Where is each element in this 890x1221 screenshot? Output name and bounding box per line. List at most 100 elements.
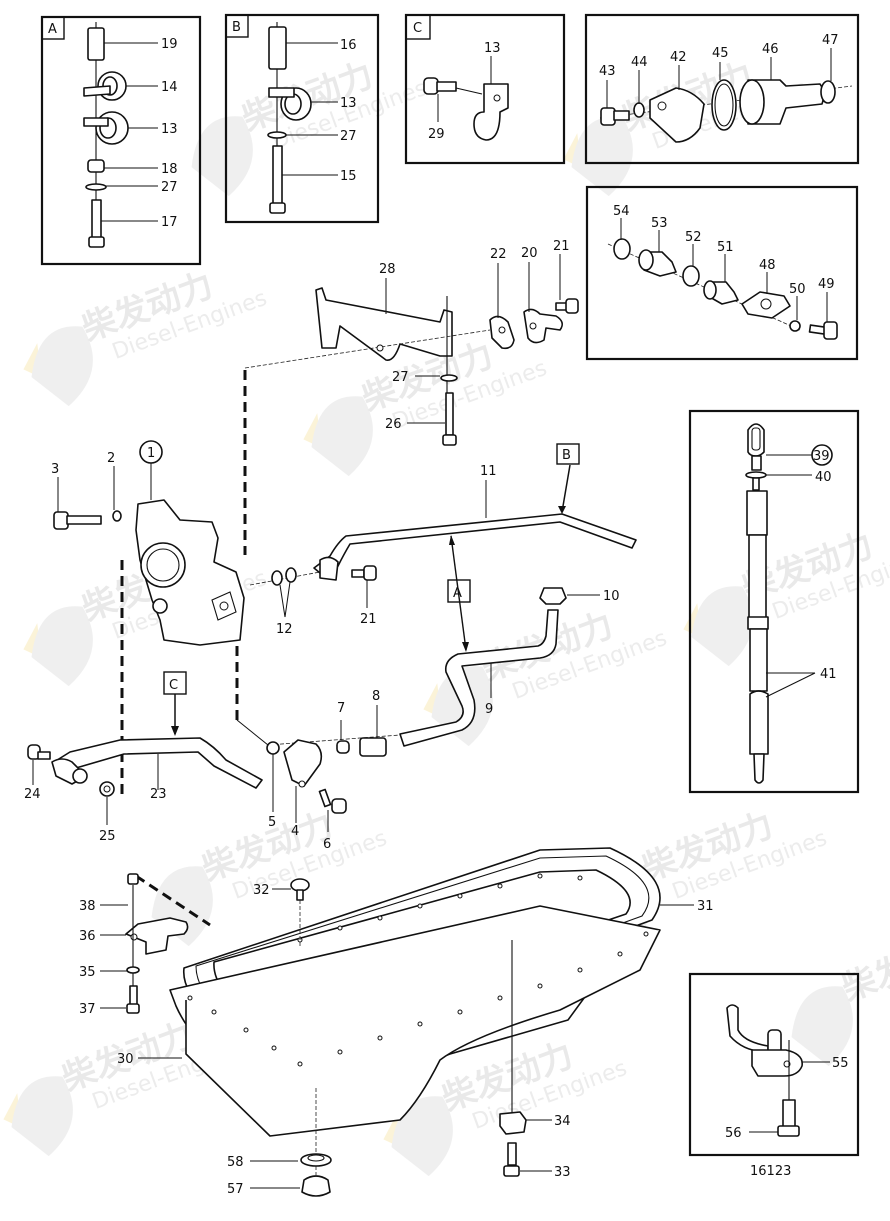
part-callout-label: 49: [818, 277, 835, 292]
part-52-oring: [682, 265, 700, 287]
part-callout-label: 46: [762, 42, 779, 57]
part-4-flange: [283, 739, 323, 787]
part-callout-label: 48: [759, 258, 776, 273]
oil-pan-fittings: 32 38 36 35 37 58 57 34 33: [79, 873, 571, 1197]
detail-box-suction-pipe: 55 56 16123: [688, 972, 860, 1179]
part-callout-label: 53: [651, 216, 668, 231]
part-55-pipe: [726, 1004, 769, 1053]
part-28-bracket: [315, 287, 453, 361]
pickup-assembly: 5 4 6 7 8 24 23 25 C: [24, 671, 401, 852]
part-27-washer: [440, 374, 458, 382]
part-35-washer: [126, 966, 140, 974]
part-3-bolt: [53, 511, 69, 530]
part-callout-label: 42: [670, 50, 687, 65]
part-39-circle: [811, 444, 833, 466]
view-ref-a: A: [453, 586, 462, 601]
part-58-washer: [300, 1153, 332, 1167]
part-callout-label: 34: [554, 1114, 571, 1129]
part-callout-label: 11: [480, 464, 497, 479]
detail-box-dipstick: 39 40 41: [688, 409, 860, 794]
part-9-pipe: [399, 609, 559, 747]
assembly-guides: [120, 370, 269, 927]
part-callout-label: 26: [385, 417, 402, 432]
part-callout-label: 13: [340, 96, 357, 111]
part-callout-label: 7: [337, 701, 345, 716]
part-7-nipple: [336, 740, 350, 754]
part-callout-label: 31: [697, 899, 714, 914]
part-callout-label: 28: [379, 262, 396, 277]
part-callout-label: 23: [150, 787, 167, 802]
part-16-sleeve: [268, 26, 287, 70]
part-5-seal: [266, 741, 280, 755]
detail-box-c-label: C: [413, 21, 422, 36]
part-callout-label: 58: [227, 1155, 244, 1170]
detail-box-b-label: B: [232, 20, 241, 35]
part-41-tube: [746, 490, 768, 536]
drawing-number: 16123: [750, 1164, 791, 1179]
part-44-washer: [633, 102, 645, 118]
part-callout-label: 52: [685, 230, 702, 245]
part-callout-label: 45: [712, 46, 729, 61]
watermark: 柴发动力 Diesel-Engines: [191, 55, 430, 197]
detail-box-valve-lower: 54 53 52 51 48 50 49: [585, 185, 859, 361]
part-8-union: [359, 737, 387, 757]
part-callout-label: 54: [613, 204, 630, 219]
part-callout-label: 27: [340, 129, 357, 144]
part-18-spacer: [87, 159, 105, 173]
part-26-bolt: [442, 434, 457, 446]
part-callout-label: 1: [147, 446, 155, 461]
part-callout-label: 21: [553, 239, 570, 254]
part-callout-label: 36: [79, 929, 96, 944]
part-callout-label: 51: [717, 240, 734, 255]
pipe-9: A 10 9: [399, 535, 620, 747]
part-callout-label: 9: [485, 702, 493, 717]
part-34-nut: [499, 1111, 527, 1135]
bracket-assembly: 28 27 26 22 20 21: [244, 239, 579, 446]
part-42-housing: [649, 87, 705, 143]
pan-bolt-holes: [187, 873, 649, 1067]
part-callout-label: 24: [24, 787, 41, 802]
part-callout-label: 27: [392, 370, 409, 385]
detail-box-c: C 13 29: [404, 13, 566, 165]
part-27-washer: [85, 183, 107, 191]
part-27-washer: [267, 131, 287, 139]
part-callout-label: 12: [276, 622, 293, 637]
part-11-pipe: [313, 513, 637, 579]
part-callout-label: 4: [291, 824, 299, 839]
part-29-bolt: [423, 77, 439, 95]
part-callout-label: 55: [832, 1056, 849, 1071]
view-ref-b: B: [562, 448, 571, 463]
part-callout-label: 8: [372, 689, 380, 704]
part-callout-label: 37: [79, 1002, 96, 1017]
part-20-flange: [523, 308, 564, 344]
part-callout-label: 47: [822, 33, 839, 48]
part-callout-label: 44: [631, 55, 648, 70]
part-45-oring: [711, 79, 737, 131]
part-21-bolt: [565, 298, 579, 314]
view-ref-c: C: [169, 678, 178, 693]
part-23-pipe: [53, 737, 263, 789]
part-callout-label: 27: [161, 180, 178, 195]
part-callout-label: 21: [360, 612, 377, 627]
part-callout-label: 16: [340, 38, 357, 53]
part-callout-label: 2: [107, 451, 115, 466]
oil-pump-assembly: 1 3 2 12 21: [51, 440, 377, 646]
part-33-bolt: [503, 1165, 520, 1177]
detail-box-b: B 16 13 27 15: [224, 13, 380, 224]
part-50-washer: [789, 320, 801, 332]
pipe-11: 11 B: [313, 443, 637, 581]
part-40-oring: [745, 471, 767, 479]
detail-box-a-label: A: [48, 22, 57, 37]
part-43-bolt: [600, 107, 616, 126]
part-callout-label: 19: [161, 37, 178, 52]
part-callout-label: 13: [161, 122, 178, 137]
part-callout-label: 43: [599, 64, 616, 79]
part-callout-label: 18: [161, 162, 178, 177]
part-callout-label: 3: [51, 462, 59, 477]
part-6-bolt: [331, 798, 347, 814]
part-callout-label: 57: [227, 1182, 244, 1197]
detail-box-a: A 19 14 13 18 27 17: [40, 15, 202, 266]
part-2-washer: [112, 510, 122, 522]
part-callout-label: 32: [253, 883, 270, 898]
